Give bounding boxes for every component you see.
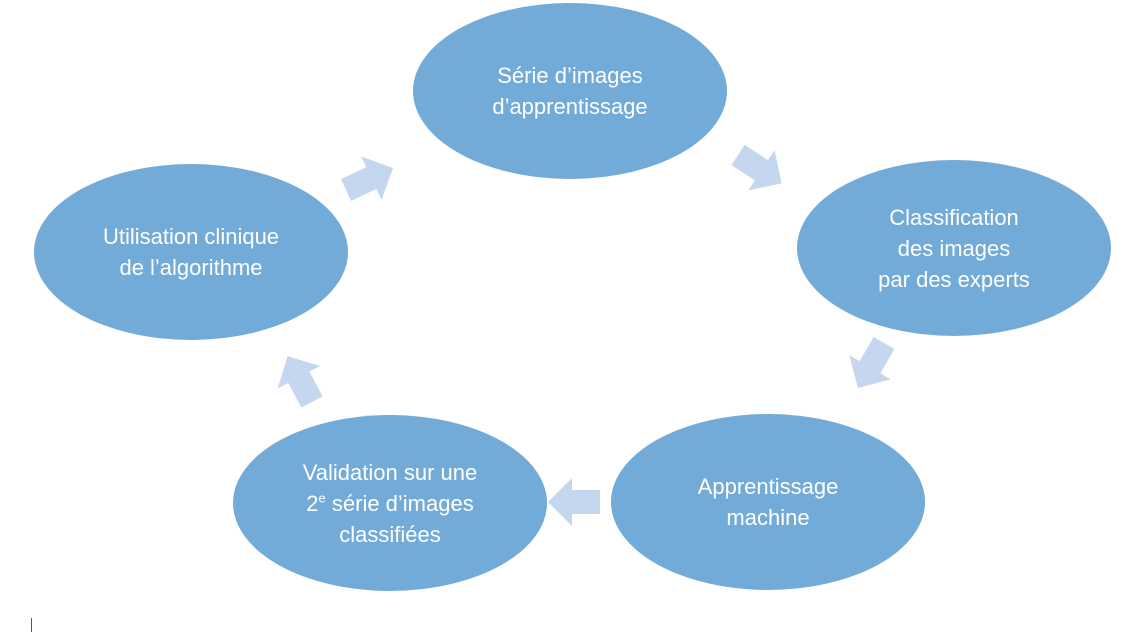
node-expert-classification [797, 160, 1111, 336]
label-line: Validation sur une [302, 459, 478, 485]
arrow-3-to-4 [548, 478, 600, 526]
text-cursor [31, 618, 32, 632]
node-clinical-use [34, 164, 348, 340]
label-line: Série d’images [497, 63, 643, 88]
arrow-5-to-1 [340, 156, 394, 201]
label-rest: série d’images [325, 490, 474, 516]
node-validation [233, 415, 547, 591]
label-line: des images [897, 235, 1011, 261]
label-expert-classification: Classification des images par des expert… [797, 160, 1111, 336]
label-validation: Validation sur une 2e série d’images cla… [233, 415, 547, 591]
label-num: 2 [306, 490, 319, 516]
label-line: de l’algorithme [119, 255, 263, 280]
label-line: d’apprentissage [492, 94, 648, 119]
label-line: classifiées [339, 521, 441, 547]
node-machine-learning [611, 414, 925, 590]
label-line: Apprentissage [697, 474, 839, 499]
label-superscript: e [318, 490, 326, 506]
label-training-images: Série d’images d’apprentissage [413, 3, 727, 179]
arrow-4-to-5 [277, 356, 323, 408]
label-machine-learning: Apprentissage machine [611, 414, 925, 590]
arrow-2-to-3 [849, 337, 895, 389]
node-training-images [413, 3, 727, 179]
arrow-1-to-2 [731, 144, 782, 191]
label-line: par des experts [878, 266, 1030, 292]
label-line: Classification [889, 204, 1019, 230]
label-line: machine [726, 505, 810, 530]
label-clinical-use: Utilisation clinique de l’algorithme [34, 164, 348, 340]
label-line: Utilisation clinique [102, 224, 280, 249]
label-line: 2e série d’images [306, 488, 473, 519]
